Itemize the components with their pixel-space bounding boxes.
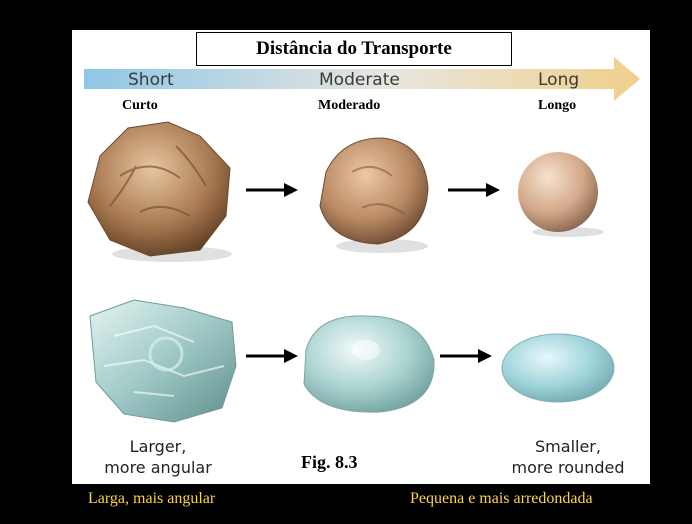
caption-pequena-arredondada: Pequena e mais arredondada [410, 490, 593, 508]
label-longo: Longo [538, 98, 576, 114]
caption-larger-angular: Larger, more angular [88, 436, 228, 478]
right-arrow-icon [440, 348, 492, 364]
right-arrow-icon [246, 348, 298, 364]
subrounded-crystal-image [296, 310, 440, 416]
label-moderado: Moderado [318, 98, 380, 114]
caption-right-line2: more rounded [494, 457, 642, 478]
angular-crystal-image [84, 296, 244, 426]
right-arrow-icon [448, 182, 500, 198]
label-curto: Curto [122, 98, 158, 114]
subrounded-rock-image [312, 132, 434, 254]
caption-right-line1: Smaller, [494, 436, 642, 457]
caption-larga-angular: Larga, mais angular [88, 490, 215, 508]
figure-number: Fig. 8.3 [301, 452, 358, 473]
label-short: Short [128, 70, 174, 90]
right-arrow-icon [246, 182, 298, 198]
rounded-rock-image [512, 148, 608, 238]
label-moderate: Moderate [319, 70, 400, 90]
caption-left-line1: Larger, [88, 436, 228, 457]
rounded-crystal-image [496, 326, 618, 406]
caption-left-line2: more angular [88, 457, 228, 478]
caption-smaller-rounded: Smaller, more rounded [494, 436, 642, 478]
label-long: Long [538, 70, 579, 90]
diagram-title: Distância do Transporte [196, 32, 512, 66]
angular-rock-image [80, 116, 238, 264]
